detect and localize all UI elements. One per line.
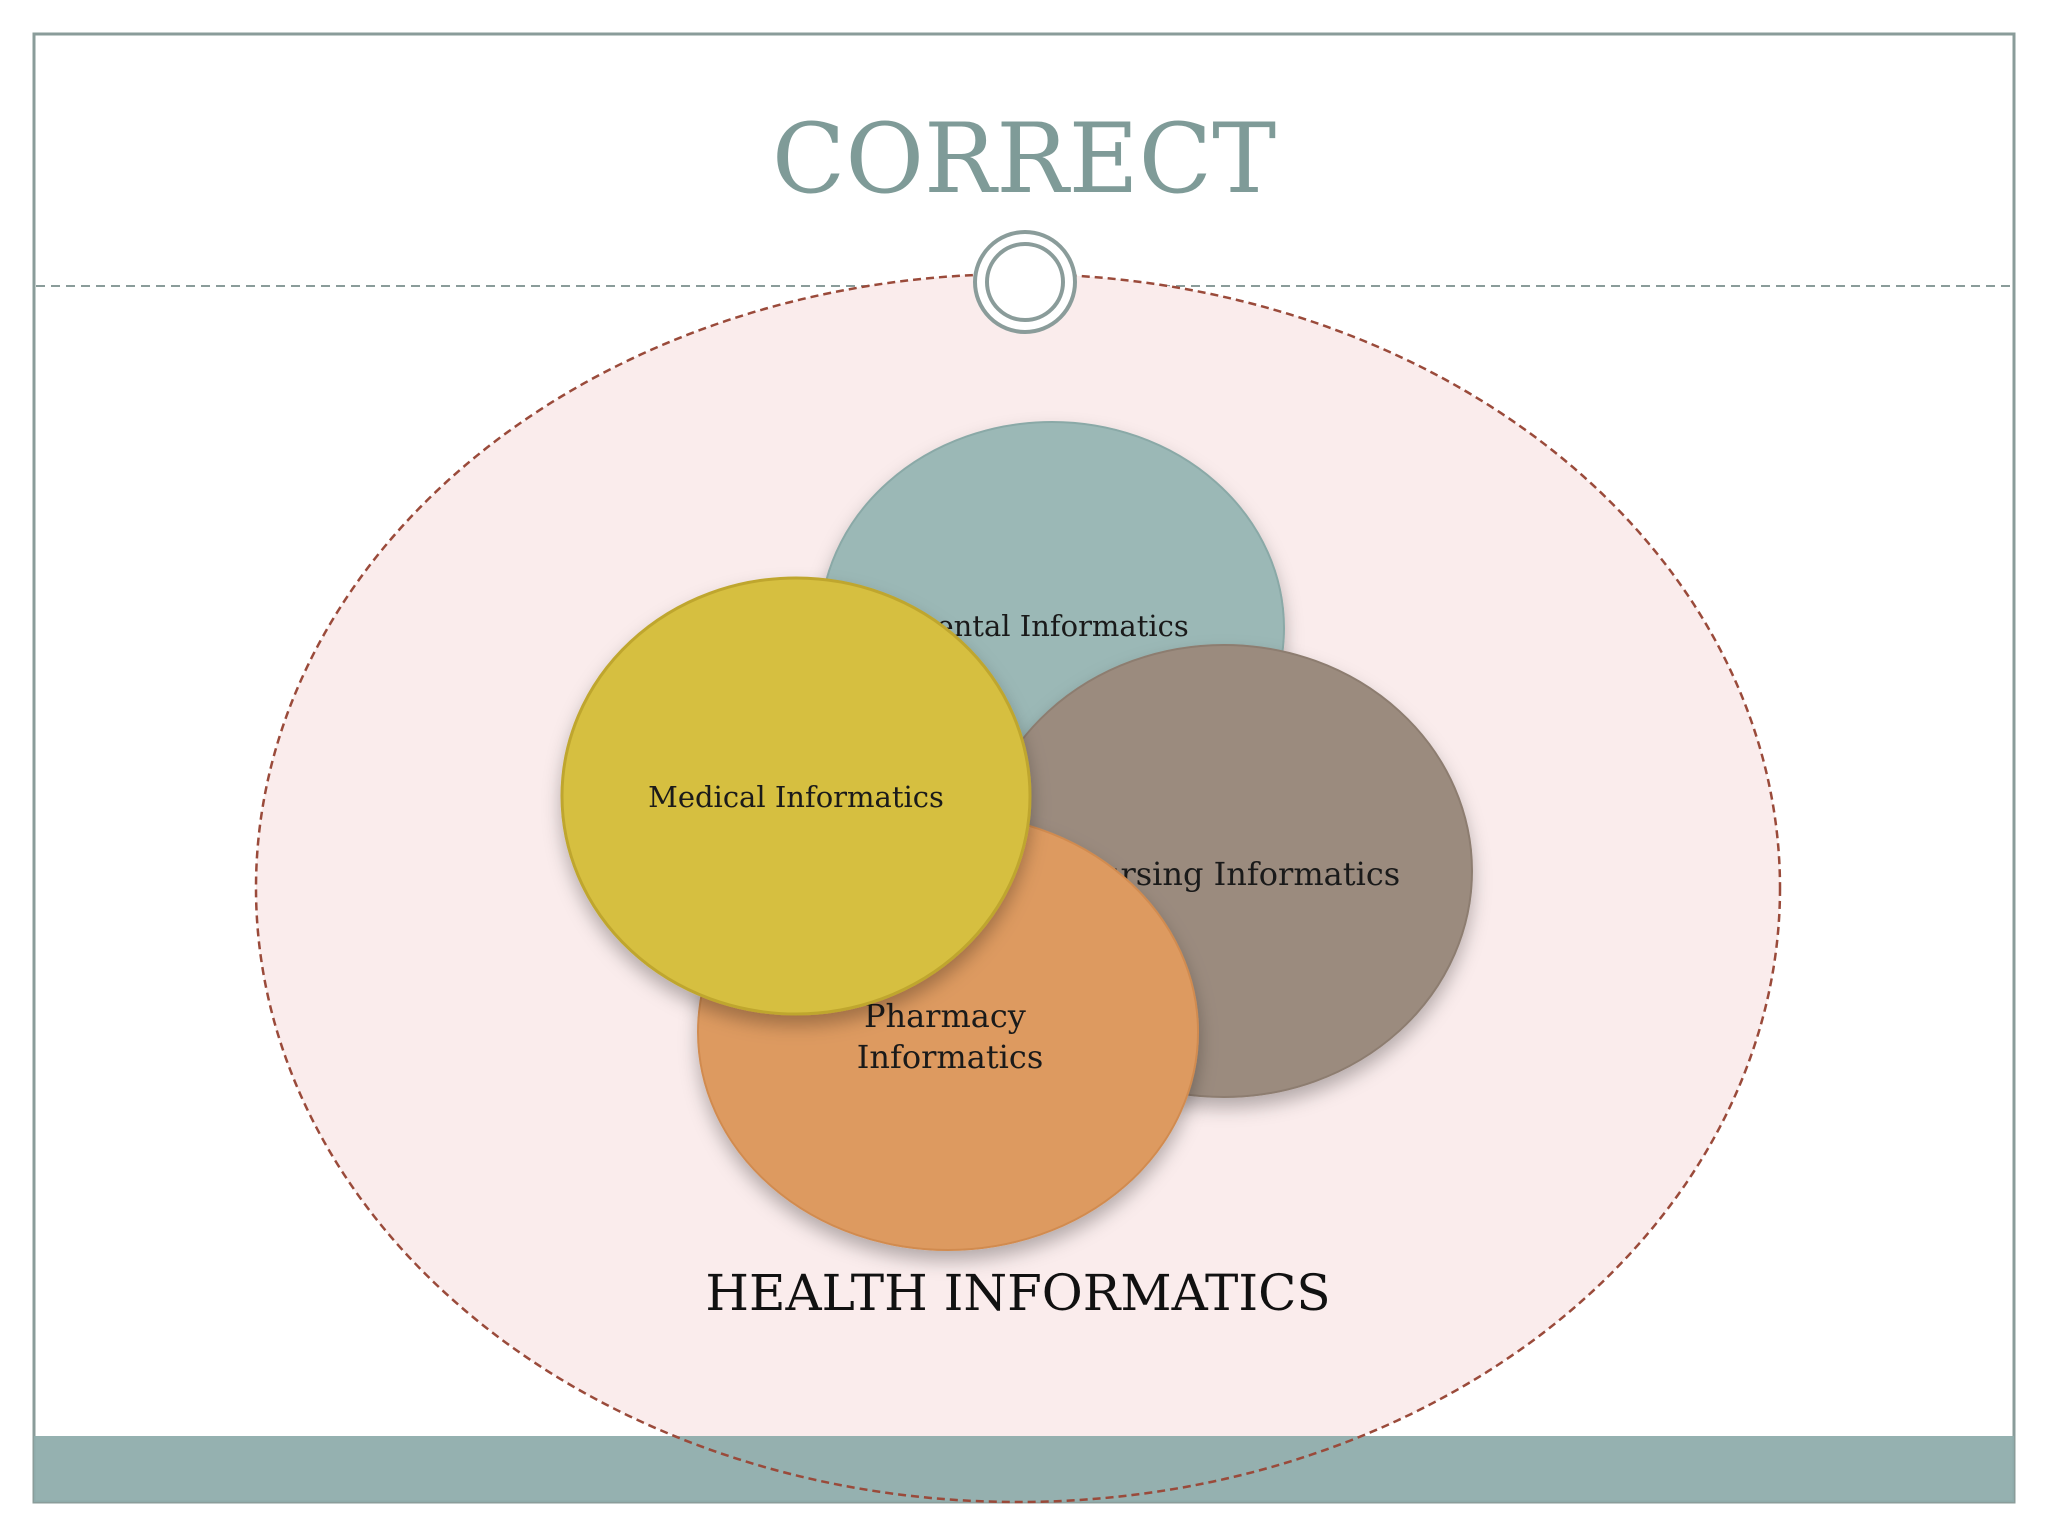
pharmacy-label-line-1: Pharmacy — [864, 997, 1026, 1035]
slide-title: CORRECT — [772, 103, 1276, 215]
health-informatics-ellipse-lower-edge — [671, 1436, 1365, 1502]
dental-informatics-label: Dental Informatics — [913, 609, 1189, 643]
medical-informatics-label: Medical Informatics — [648, 780, 944, 814]
health-informatics-label: HEALTH INFORMATICS — [705, 1264, 1330, 1322]
title-ornament-icon — [973, 230, 1077, 334]
pharmacy-label-line-2: Informatics — [857, 1038, 1044, 1076]
medical-informatics-circle — [560, 576, 1032, 1016]
pharmacy-informatics-label: Pharmacy Informatics — [857, 997, 1044, 1076]
footer-bar — [34, 1436, 2014, 1502]
